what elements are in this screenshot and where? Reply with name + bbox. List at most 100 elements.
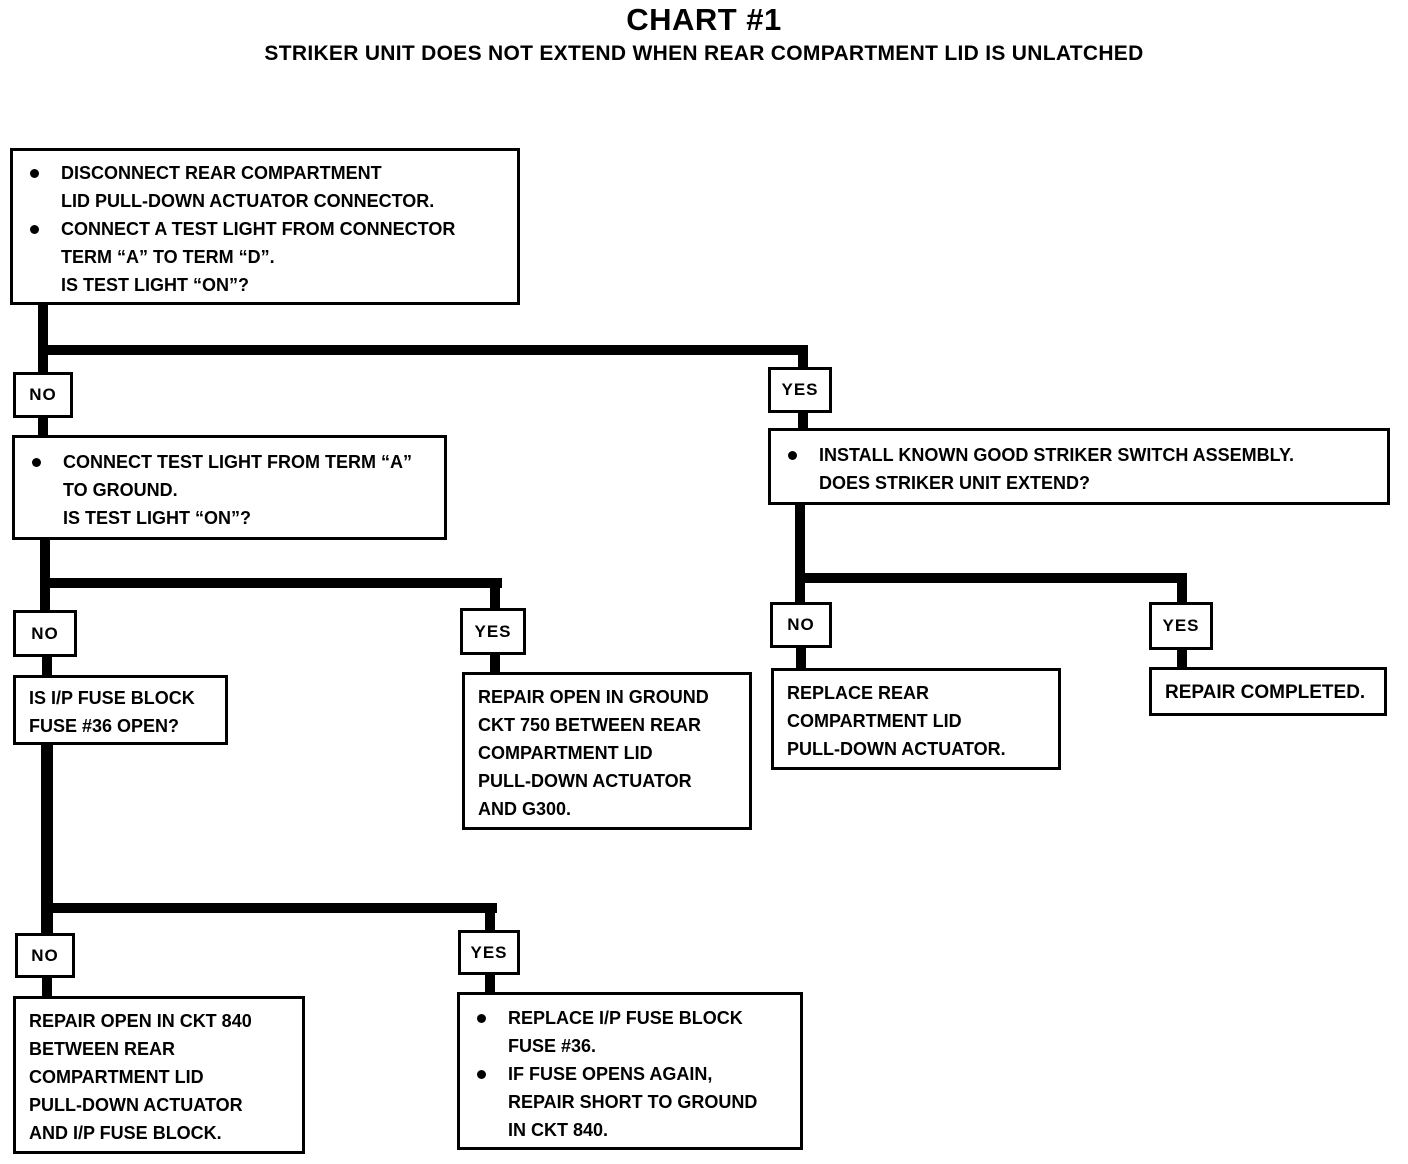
instruction-text: COMPARTMENT LID: [478, 743, 653, 763]
instruction-text: TERM “A” TO TERM “D”.: [61, 247, 275, 267]
connector-start-stub: [38, 303, 48, 350]
yes-label-text: YES: [781, 380, 819, 399]
instruction-line: IS TEST LIGHT “ON”?: [13, 271, 517, 299]
instruction-line: FUSE #36 OPEN?: [16, 712, 225, 740]
connector-yes1-stub: [798, 411, 808, 431]
no-label-level2-left: NO: [13, 610, 77, 657]
connector-branch4-yes-drop: [485, 913, 495, 932]
instruction-text: AND I/P FUSE BLOCK.: [29, 1123, 222, 1143]
no-label-level3: NO: [15, 933, 75, 978]
replace-fuse-box: REPLACE I/P FUSE BLOCK FUSE #36. IF FUSE…: [457, 992, 803, 1150]
instruction-line: COMPARTMENT LID: [16, 1063, 302, 1091]
connector-groundtest-stub: [40, 538, 50, 585]
connector-no3-stub: [796, 646, 806, 670]
instruction-text: REPLACE REAR: [787, 683, 930, 703]
instruction-text: COMPARTMENT LID: [29, 1067, 204, 1087]
instruction-line: PULL-DOWN ACTUATOR.: [774, 735, 1058, 763]
instruction-line: AND I/P FUSE BLOCK.: [16, 1119, 302, 1147]
instruction-text: DISCONNECT REAR COMPARTMENT: [61, 163, 382, 183]
repair-completed-box: REPAIR COMPLETED.: [1149, 667, 1387, 716]
instruction-text: CONNECT TEST LIGHT FROM TERM “A”: [63, 452, 412, 472]
connector-no2-stub: [42, 654, 52, 678]
connector-no1-stub: [38, 416, 48, 438]
connector-yes2-stub: [490, 653, 500, 674]
bullet-icon: [788, 451, 797, 460]
instruction-line: DISCONNECT REAR COMPARTMENT: [13, 159, 517, 187]
page-subtitle: STRIKER UNIT DOES NOT EXTEND WHEN REAR C…: [264, 42, 1144, 65]
connector-branch1-no-drop: [38, 355, 48, 375]
instruction-line: COMPARTMENT LID: [465, 739, 749, 767]
install-striker-box: INSTALL KNOWN GOOD STRIKER SWITCH ASSEMB…: [768, 428, 1390, 505]
connector-yes3-stub: [1177, 646, 1187, 669]
instruction-line: IF FUSE OPENS AGAIN,: [460, 1060, 800, 1088]
no-label-level1: NO: [13, 372, 73, 418]
connect-ground-box: CONNECT TEST LIGHT FROM TERM “A” TO GROU…: [12, 435, 447, 540]
instruction-line: COMPARTMENT LID: [774, 707, 1058, 735]
instruction-text: AND G300.: [478, 799, 572, 819]
instruction-text: LID PULL-DOWN ACTUATOR CONNECTOR.: [61, 191, 435, 211]
instruction-line: CONNECT TEST LIGHT FROM TERM “A”: [15, 448, 444, 476]
instruction-line: INSTALL KNOWN GOOD STRIKER SWITCH ASSEMB…: [771, 441, 1387, 469]
yes-label-text: YES: [474, 621, 512, 641]
instruction-text: REPAIR OPEN IN CKT 840: [29, 1011, 252, 1031]
yes-label-level2-left: YES: [460, 608, 526, 655]
yes-label-text: YES: [470, 942, 508, 962]
instruction-text: PULL-DOWN ACTUATOR: [478, 771, 692, 791]
bullet-icon: [32, 458, 41, 467]
bullet-icon: [30, 169, 39, 178]
connector-no4-stub: [42, 976, 52, 998]
instruction-line: REPLACE REAR: [774, 679, 1058, 707]
instruction-text: REPAIR COMPLETED.: [1165, 682, 1366, 703]
bullet-icon: [477, 1014, 486, 1023]
instruction-text: INSTALL KNOWN GOOD STRIKER SWITCH ASSEMB…: [819, 445, 1295, 465]
yes-label-level3: YES: [458, 930, 520, 975]
no-label-text: NO: [31, 623, 59, 643]
connector-fusecheck-stub: [41, 743, 53, 933]
instruction-line: LID PULL-DOWN ACTUATOR CONNECTOR.: [13, 187, 517, 215]
instruction-text: PULL-DOWN ACTUATOR: [29, 1095, 243, 1115]
instruction-line: PULL-DOWN ACTUATOR: [465, 767, 749, 795]
instruction-text: IS TEST LIGHT “ON”?: [61, 275, 249, 295]
instruction-text: IF FUSE OPENS AGAIN,: [508, 1064, 713, 1084]
page-title: CHART #1: [626, 2, 782, 37]
no-label-level2-right: NO: [770, 602, 832, 648]
instruction-line: REPAIR SHORT TO GROUND: [460, 1088, 800, 1116]
connector-branch3-horizontal: [795, 573, 1187, 583]
bullet-icon: [30, 225, 39, 234]
instruction-line: DOES STRIKER UNIT EXTEND?: [771, 469, 1387, 497]
instruction-line: TO GROUND.: [15, 476, 444, 504]
bullet-icon: [477, 1070, 486, 1079]
yes-label-level1: YES: [768, 367, 832, 413]
replace-actuator-box: REPLACE REAR COMPARTMENT LID PULL-DOWN A…: [771, 668, 1061, 770]
start-box: DISCONNECT REAR COMPARTMENT LID PULL-DOW…: [10, 148, 520, 305]
instruction-text: CONNECT A TEST LIGHT FROM CONNECTOR: [61, 219, 456, 239]
repair-ckt750-box: REPAIR OPEN IN GROUND CKT 750 BETWEEN RE…: [462, 672, 752, 830]
connector-branch4-horizontal: [41, 903, 497, 913]
yes-label-level2-right: YES: [1149, 602, 1213, 650]
fuse-36-check-box: IS I/P FUSE BLOCK FUSE #36 OPEN?: [13, 675, 228, 745]
instruction-text: IS TEST LIGHT “ON”?: [63, 508, 251, 528]
connector-branch1-yes-drop: [798, 355, 808, 370]
instruction-line: IS TEST LIGHT “ON”?: [15, 504, 444, 532]
instruction-line: IN CKT 840.: [460, 1116, 800, 1144]
connector-striker-stub: [795, 503, 805, 583]
repair-ckt840-box: REPAIR OPEN IN CKT 840 BETWEEN REAR COMP…: [13, 996, 305, 1154]
instruction-line: TERM “A” TO TERM “D”.: [13, 243, 517, 271]
instruction-text: REPAIR OPEN IN GROUND: [478, 687, 709, 707]
no-label-text: NO: [29, 385, 57, 404]
connector-branch2-no-drop: [40, 588, 50, 612]
no-label-text: NO: [787, 615, 815, 634]
instruction-line: CKT 750 BETWEEN REAR: [465, 711, 749, 739]
instruction-text: REPLACE I/P FUSE BLOCK: [508, 1008, 743, 1028]
yes-label-text: YES: [1162, 616, 1200, 635]
instruction-line: REPAIR COMPLETED.: [1152, 679, 1384, 707]
no-label-text: NO: [31, 945, 59, 965]
instruction-line: FUSE #36.: [460, 1032, 800, 1060]
instruction-text: TO GROUND.: [63, 480, 178, 500]
instruction-line: CONNECT A TEST LIGHT FROM CONNECTOR: [13, 215, 517, 243]
instruction-text: CKT 750 BETWEEN REAR: [478, 715, 702, 735]
instruction-text: DOES STRIKER UNIT EXTEND?: [819, 473, 1091, 493]
instruction-line: PULL-DOWN ACTUATOR: [16, 1091, 302, 1119]
instruction-line: AND G300.: [465, 795, 749, 823]
